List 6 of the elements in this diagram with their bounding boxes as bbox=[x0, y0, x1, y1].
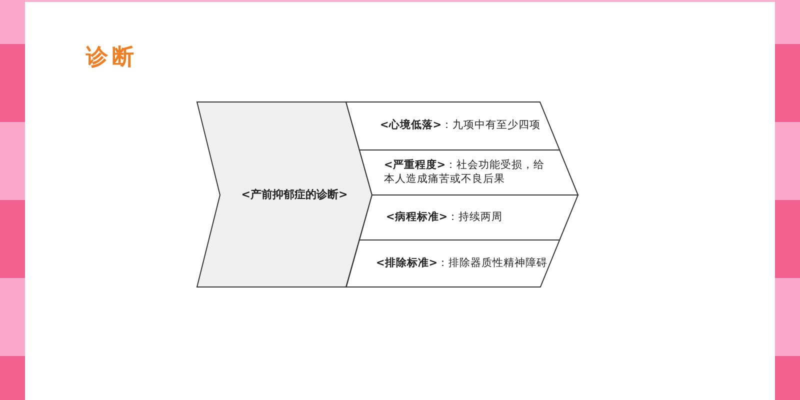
criterion-text: <排除标准>：排除器质性精神障碍 bbox=[376, 256, 548, 270]
criterion-text: <病程标准>：持续两周 bbox=[386, 210, 503, 224]
criterion-text: <心境低落>：九项中有至少四项 bbox=[380, 119, 541, 133]
criterion-text: <严重程度>：社会功能受损，给本人造成痛苦或不良后果 bbox=[384, 158, 546, 186]
title: 诊断 bbox=[86, 44, 138, 72]
node-text: <产前抑郁症的诊断> bbox=[241, 187, 348, 202]
